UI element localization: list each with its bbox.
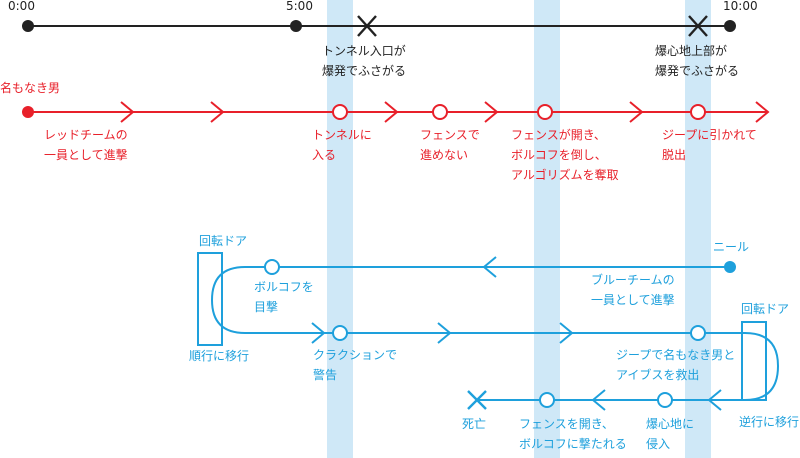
turnstile-caption-right: 逆行に移行 (739, 415, 800, 429)
time-label-start: 0:00 (8, 0, 35, 13)
red-start-dot (22, 106, 34, 118)
turnstile-caption-left: 順行に移行 (189, 349, 250, 363)
blue-event-marker (332, 325, 348, 341)
event-epicenter-blocked: 爆心地上部が 爆発でふさがる (655, 44, 740, 78)
blue-arrow-chevron (482, 256, 497, 278)
red-arrow-head (755, 101, 770, 123)
time-tick-start (22, 20, 34, 32)
red-arrow-chevron (120, 101, 135, 123)
x-mark-icon (688, 15, 708, 37)
turnstile-title-left: 回転ドア (199, 234, 248, 248)
red-event-marker (690, 104, 706, 120)
blue-arrow-chevron (707, 389, 722, 411)
blue-event-label: ジープで名もなき男と アイブスを救出 (616, 348, 736, 382)
blue-event-marker (657, 392, 673, 408)
red-event-label: レッドチームの 一員として進撃 (44, 128, 128, 162)
time-label-mid: 5:00 (286, 0, 313, 13)
blue-arrow-chevron (591, 389, 606, 411)
blue-death-label: 死亡 (462, 417, 487, 431)
red-event-marker (537, 104, 553, 120)
turnstile-title-right: 回転ドア (741, 302, 790, 316)
blue-event-label: ボルコフを 目撃 (254, 280, 314, 314)
blue-event-label: クラクションで 警告 (313, 348, 398, 382)
red-event-label: ジープに引かれて 脱出 (662, 128, 757, 162)
event-tunnel-blocked: トンネル入口が 爆発でふさがる (322, 44, 407, 78)
highlight-band-fence (534, 0, 560, 458)
highlight-band-exit (685, 0, 711, 458)
red-event-label: フェンスが開き、 ボルコフを倒し、 アルゴリズムを奪取 (511, 128, 619, 182)
blue-event-marker (264, 259, 280, 275)
death-x-mark-icon (467, 390, 487, 410)
blue-arrow-chevron (437, 322, 452, 344)
blue-arrow-chevron (311, 322, 326, 344)
red-character-name: 名もなき男 (0, 81, 61, 95)
turnstile-box-left (197, 252, 223, 346)
blue-event-marker (690, 325, 706, 341)
red-event-label: フェンスで 進めない (420, 128, 480, 162)
red-event-marker (332, 104, 348, 120)
time-label-end: 10:00 (723, 0, 758, 13)
x-mark-icon (357, 15, 377, 37)
red-arrow-chevron (384, 101, 399, 123)
blue-path-uturn-left (210, 266, 246, 334)
time-tick-end (724, 20, 736, 32)
blue-path-uturn-right (744, 332, 780, 401)
blue-arrow-chevron (559, 322, 574, 344)
blue-event-marker (539, 392, 555, 408)
red-arrow-chevron (210, 101, 225, 123)
red-arrow-chevron (484, 101, 499, 123)
blue-character-name: ニール (713, 240, 750, 254)
blue-start-dot (724, 261, 736, 273)
highlight-band-tunnel (327, 0, 353, 458)
blue-event-label: ブルーチームの 一員として進撃 (591, 273, 675, 307)
time-tick-mid (290, 20, 302, 32)
red-arrow-chevron (629, 101, 644, 123)
red-event-marker (432, 104, 448, 120)
red-event-label: トンネルに 入る (312, 128, 372, 162)
blue-event-label: 爆心地に 侵入 (646, 417, 695, 451)
blue-event-label: フェンスを開き、 ボルコフに撃たれる (519, 417, 627, 451)
